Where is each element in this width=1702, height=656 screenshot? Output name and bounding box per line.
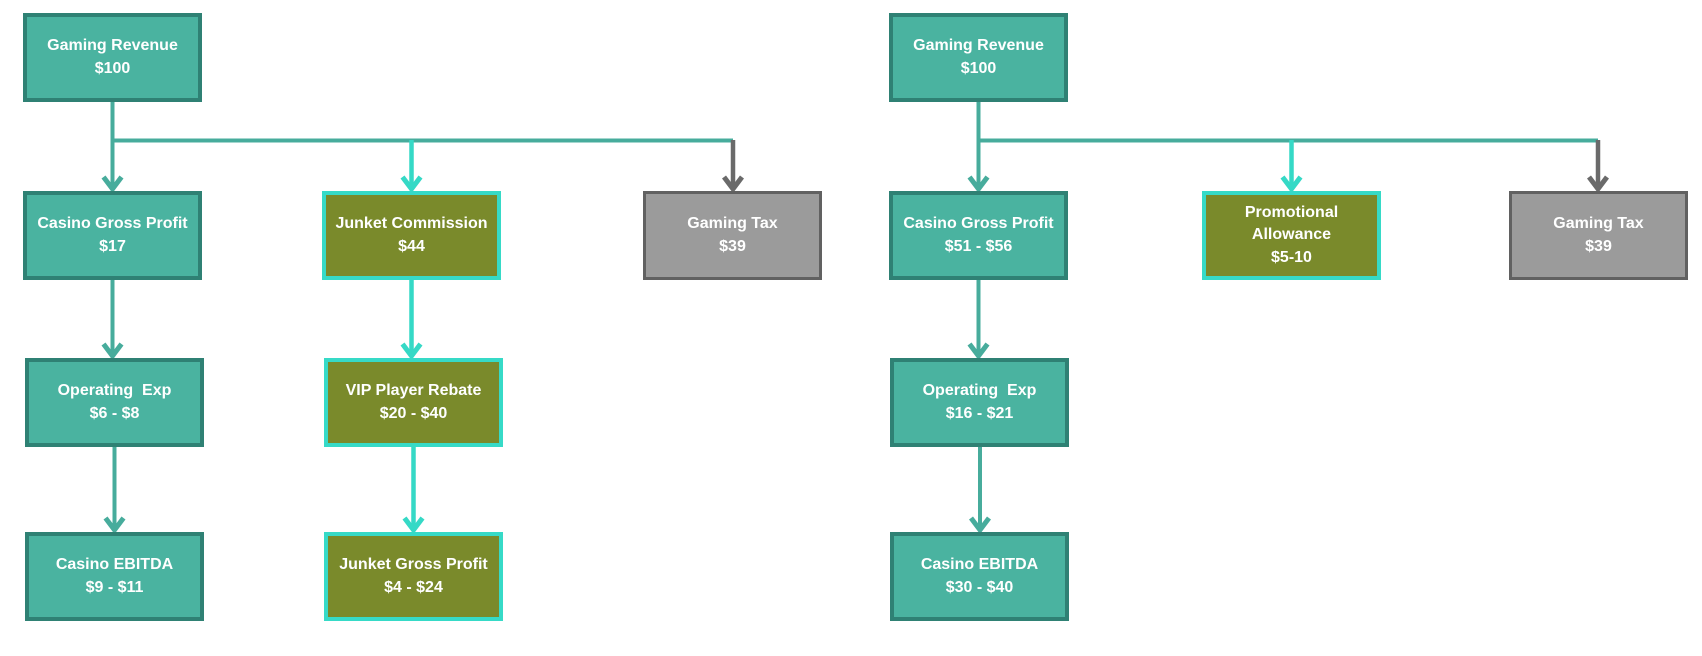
- node-junket-commission: Junket Commission $44: [322, 191, 501, 280]
- node-title: Promotional Allowance: [1244, 204, 1339, 244]
- node-casino-gross-profit-right: Casino Gross Profit $51 - $56: [889, 191, 1068, 280]
- right-branch-line: [976, 102, 1598, 143]
- node-casino-gross-profit-left: Casino Gross Profit $17: [23, 191, 202, 280]
- node-gaming-revenue-left: Gaming Revenue $100: [23, 13, 202, 102]
- node-title: Junket Commission: [335, 215, 488, 233]
- node-casino-ebitda-left: Casino EBITDA $9 - $11: [25, 532, 204, 621]
- right-arrow-opex-to-ebitda: [969, 447, 991, 535]
- node-operating-exp-left: Operating Exp $6 - $8: [25, 358, 204, 447]
- node-value: $44: [398, 237, 425, 255]
- node-value: $30 - $40: [945, 578, 1014, 596]
- right-arrow-to-gaming-tax: [1587, 140, 1609, 194]
- left-branch-line: [110, 102, 733, 143]
- left-arrow-to-junket-commission: [400, 140, 423, 194]
- node-title: Gaming Revenue: [47, 37, 178, 55]
- node-value: $51 - $56: [944, 237, 1013, 255]
- node-value: $20 - $40: [379, 404, 448, 422]
- node-value: $39: [719, 237, 746, 255]
- node-value: $100: [94, 59, 131, 77]
- node-gaming-revenue-right: Gaming Revenue $100: [889, 13, 1068, 102]
- node-title: Casino EBITDA: [55, 556, 174, 574]
- left-arrow-cgp-to-opex: [101, 280, 124, 361]
- node-vip-player-rebate: VIP Player Rebate $20 - $40: [324, 358, 503, 447]
- node-value: $6 - $8: [89, 404, 140, 422]
- node-value: $9 - $11: [85, 578, 144, 596]
- right-arrow-cgp-to-opex: [967, 280, 990, 361]
- node-title: Operating Exp: [57, 382, 172, 400]
- node-value: $4 - $24: [384, 578, 443, 596]
- node-title: Casino Gross Profit: [903, 215, 1054, 233]
- node-gaming-tax-right: Gaming Tax $39: [1509, 191, 1688, 280]
- node-title: Gaming Tax: [687, 215, 778, 233]
- node-junket-gross-profit: Junket Gross Profit $4 - $24: [324, 532, 503, 621]
- node-title: Gaming Tax: [1553, 215, 1644, 233]
- node-title: Casino Gross Profit: [37, 215, 188, 233]
- left-arrow-junket-to-rebate: [400, 280, 423, 361]
- left-arrow-rebate-to-junket-gp: [402, 447, 425, 535]
- right-arrow-to-promotional-allowance: [1280, 140, 1303, 194]
- node-title: Gaming Revenue: [913, 37, 1044, 55]
- node-promotional-allowance: Promotional Allowance $5-10: [1202, 191, 1381, 280]
- left-arrow-opex-to-ebitda: [103, 447, 126, 535]
- node-value: $16 - $21: [945, 404, 1014, 422]
- node-title: VIP Player Rebate: [345, 382, 482, 400]
- node-value: $17: [99, 237, 126, 255]
- node-gaming-tax-left: Gaming Tax $39: [643, 191, 822, 280]
- node-title: Junket Gross Profit: [339, 556, 488, 574]
- node-casino-ebitda-right: Casino EBITDA $30 - $40: [890, 532, 1069, 621]
- node-value: $100: [960, 59, 997, 77]
- right-arrow-to-casino-gross-profit: [967, 140, 990, 194]
- node-title: Operating Exp: [922, 382, 1037, 400]
- left-arrow-to-gaming-tax: [722, 140, 744, 194]
- node-title: Casino EBITDA: [920, 556, 1039, 574]
- node-value: $39: [1585, 237, 1612, 255]
- node-value: $5-10: [1271, 248, 1312, 266]
- node-operating-exp-right: Operating Exp $16 - $21: [890, 358, 1069, 447]
- left-arrow-to-casino-gross-profit: [101, 140, 124, 194]
